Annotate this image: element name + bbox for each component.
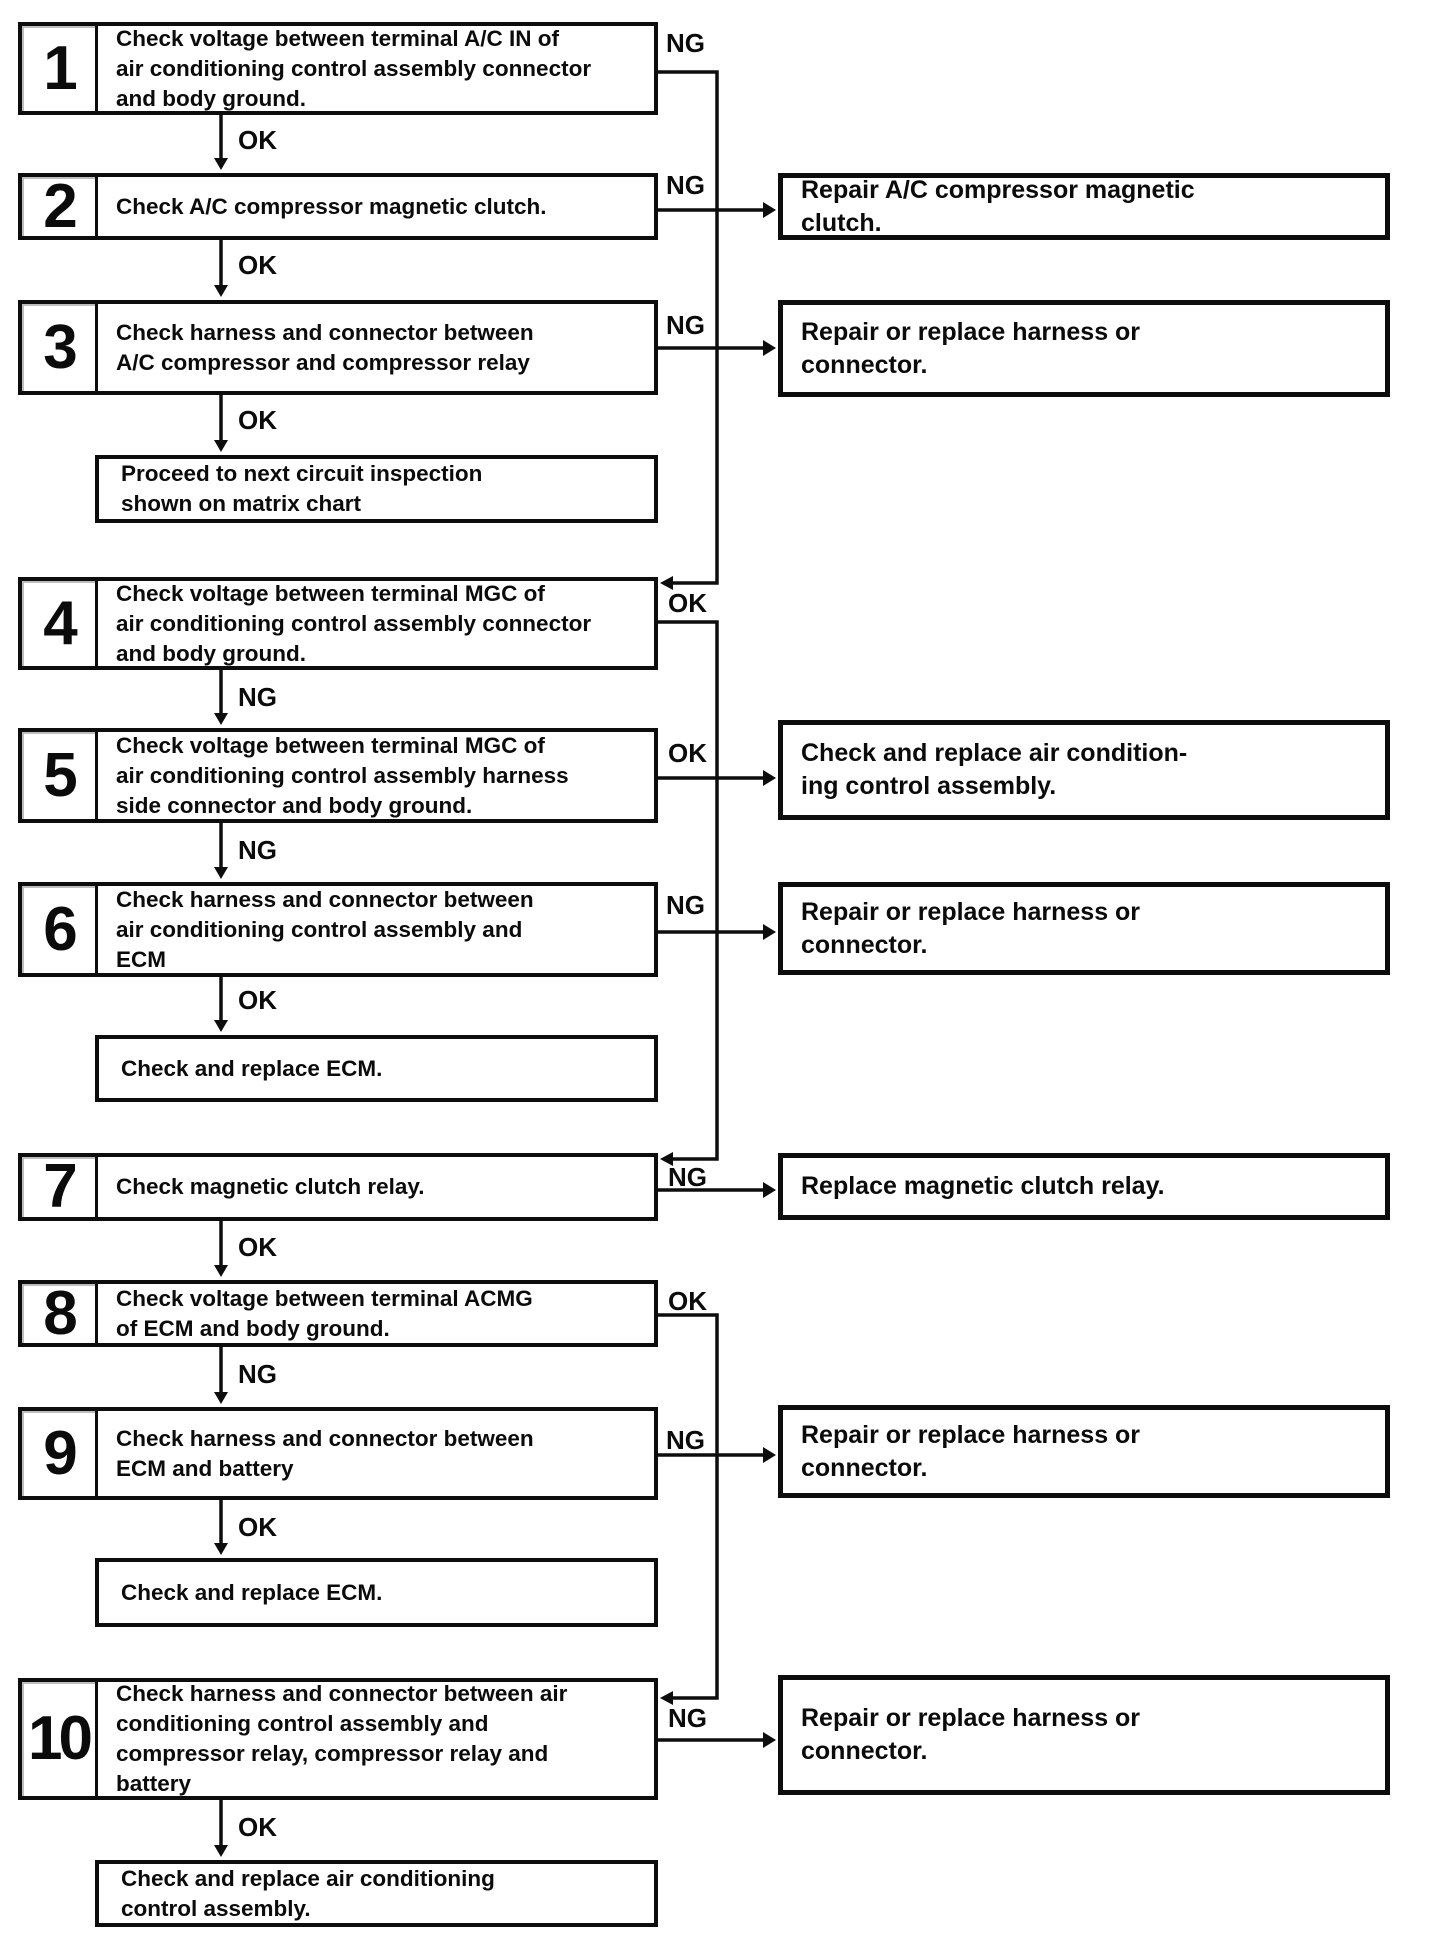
side-label-6: NG xyxy=(666,890,705,920)
step-text-8: Check voltage between terminal ACMG of E… xyxy=(116,1285,533,1341)
down-label-8: NG xyxy=(238,1359,277,1389)
step-box-7: 7 Check magnetic clutch relay. xyxy=(18,1153,658,1221)
arrowhead xyxy=(214,440,228,452)
route-step4-ok-to-step7 xyxy=(658,620,719,1161)
action-box-repair-harness-2: Repair or replace harness or connector. xyxy=(778,882,1390,975)
arrowhead xyxy=(660,1152,673,1166)
step-box-5: 5 Check voltage between terminal MGC of … xyxy=(18,728,658,823)
action-text: Replace magnetic clutch relay. xyxy=(801,1172,1165,1200)
step-number-4: 4 xyxy=(22,581,98,666)
result-text-proceed: Proceed to next circuit inspection shown… xyxy=(121,461,483,516)
arrowhead xyxy=(660,576,673,590)
result-box-replace-ecm-2: Check and replace ECM. xyxy=(95,1558,658,1627)
step-text-5: Check voltage between terminal MGC of ai… xyxy=(116,732,569,818)
arrowhead xyxy=(214,713,228,725)
arrowhead xyxy=(214,1845,228,1857)
step-number-3: 3 xyxy=(22,304,98,391)
route-step8-ok-to-step10 xyxy=(658,1313,719,1700)
step-number-5: 5 xyxy=(22,732,98,819)
step-number-6: 6 xyxy=(22,886,98,973)
down-label-1: OK xyxy=(238,125,277,155)
result-text-replace-ecm-2: Check and replace ECM. xyxy=(121,1579,383,1605)
side-label-2: NG xyxy=(666,170,705,200)
side-label-3: NG xyxy=(666,310,705,340)
action-box-repair-harness-1: Repair or replace harness or connector. xyxy=(778,300,1390,397)
action-text: Repair or replace harness or connector. xyxy=(801,897,1141,959)
down-label-2: OK xyxy=(238,250,277,280)
down-label-6: OK xyxy=(238,985,277,1015)
step-number-2: 2 xyxy=(22,175,98,237)
action-box-replace-ac-control: Check and replace air condition- ing con… xyxy=(778,720,1390,820)
arrowhead xyxy=(763,1182,776,1198)
result-text-replace-ac-assembly: Check and replace air conditioning contr… xyxy=(121,1865,495,1921)
arrowhead xyxy=(763,1447,776,1463)
step-box-6: 6 Check harness and connector between ai… xyxy=(18,882,658,977)
side-label-7: NG xyxy=(668,1162,707,1192)
arrowhead xyxy=(214,1543,228,1555)
action-text: Repair or replace harness or connector. xyxy=(801,1420,1141,1482)
arrowhead xyxy=(214,867,228,879)
step-number-7: 7 xyxy=(22,1156,98,1218)
arrowhead xyxy=(214,1392,228,1404)
step-text-6: Check harness and connector between air … xyxy=(116,886,534,972)
step-number-1: 1 xyxy=(22,26,98,111)
arrowhead xyxy=(763,202,776,218)
arrowhead xyxy=(763,340,776,356)
step-box-3: 3 Check harness and connector between A/… xyxy=(18,300,658,395)
arrowhead xyxy=(214,1020,228,1032)
down-label-5: NG xyxy=(238,835,277,865)
arrowhead xyxy=(214,1265,228,1277)
result-box-replace-ecm-1: Check and replace ECM. xyxy=(95,1035,658,1102)
down-label-7: OK xyxy=(238,1232,277,1262)
step-box-2: 2 Check A/C compressor magnetic clutch. xyxy=(18,173,658,240)
down-label-10: OK xyxy=(238,1812,277,1842)
action-box-repair-clutch: Repair A/C compressor magnetic clutch. xyxy=(778,173,1390,240)
arrowhead xyxy=(214,285,228,297)
down-label-4: NG xyxy=(238,682,277,712)
action-text: Repair or replace harness or connector. xyxy=(801,317,1141,379)
arrowhead xyxy=(763,1732,776,1748)
step-number-8: 8 xyxy=(22,1282,98,1344)
step-text-4: Check voltage between terminal MGC of ai… xyxy=(116,580,592,666)
side-label-4: OK xyxy=(668,588,707,618)
arrowhead xyxy=(660,1691,673,1705)
step-text-7: Check magnetic clutch relay. xyxy=(116,1174,425,1199)
step-text-1: Check voltage between terminal A/C IN of… xyxy=(116,25,592,111)
action-text: Check and replace air condition- ing con… xyxy=(801,739,1188,800)
route-step1-ng-to-step4 xyxy=(658,70,719,585)
step-text-10: Check harness and connector between air … xyxy=(116,1681,568,1796)
side-label-9: NG xyxy=(666,1425,705,1455)
arrowhead xyxy=(763,924,776,940)
result-text-replace-ecm-1: Check and replace ECM. xyxy=(121,1055,383,1081)
down-label-3: OK xyxy=(238,405,277,435)
action-box-repair-harness-3: Repair or replace harness or connector. xyxy=(778,1405,1390,1498)
action-box-replace-relay: Replace magnetic clutch relay. xyxy=(778,1153,1390,1220)
result-box-replace-ac-assembly: Check and replace air conditioning contr… xyxy=(95,1860,658,1927)
side-label-8: OK xyxy=(668,1286,707,1316)
step-box-8: 8 Check voltage between terminal ACMG of… xyxy=(18,1280,658,1347)
arrowhead xyxy=(763,770,776,786)
step-box-9: 9 Check harness and connector between EC… xyxy=(18,1407,658,1500)
action-text: Repair A/C compressor magnetic clutch. xyxy=(801,175,1195,237)
side-label-10: NG xyxy=(668,1703,707,1733)
step-box-4: 4 Check voltage between terminal MGC of … xyxy=(18,577,658,670)
action-box-repair-harness-4: Repair or replace harness or connector. xyxy=(778,1675,1390,1795)
down-label-9: OK xyxy=(238,1512,277,1542)
action-text: Repair or replace harness or connector. xyxy=(801,1704,1141,1765)
side-label-5: OK xyxy=(668,738,707,768)
arrowhead xyxy=(214,158,228,170)
step-text-9: Check harness and connector between ECM … xyxy=(116,1425,534,1481)
step-text-3: Check harness and connector between A/C … xyxy=(116,319,534,375)
step-number-10: 10 xyxy=(22,1682,98,1796)
side-label-1: NG xyxy=(666,28,705,58)
step-box-1: 1 Check voltage between terminal A/C IN … xyxy=(18,22,658,115)
result-box-proceed: Proceed to next circuit inspection shown… xyxy=(95,455,658,523)
step-text-2: Check A/C compressor magnetic clutch. xyxy=(116,193,547,219)
step-number-9: 9 xyxy=(22,1411,98,1496)
step-box-10: 10 Check harness and connector between a… xyxy=(18,1678,658,1800)
